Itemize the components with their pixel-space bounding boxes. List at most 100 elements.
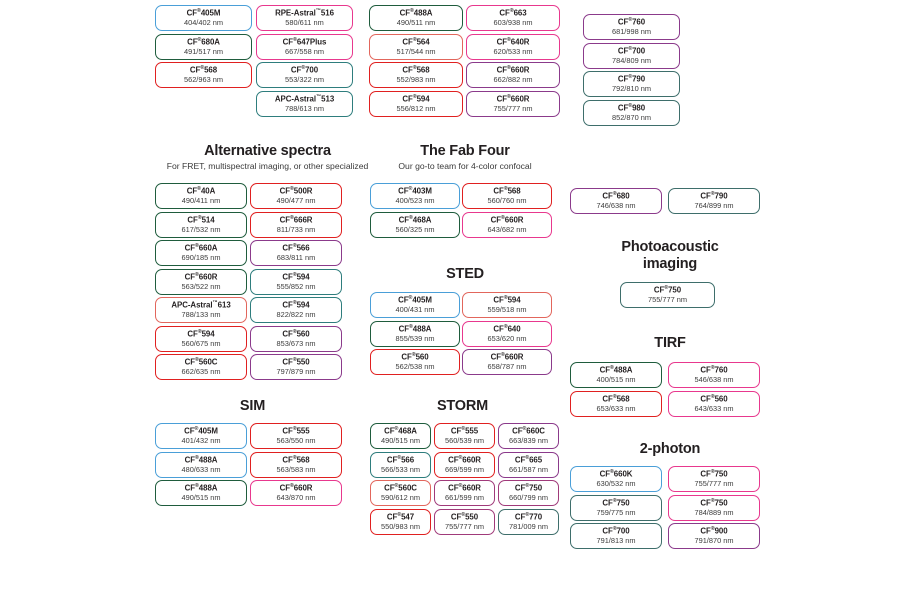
trademark-mark: ® xyxy=(628,17,633,24)
dye-name: CF®680A xyxy=(187,36,220,47)
dye-wavelengths: 401/432 nm xyxy=(181,436,221,446)
section-title-sted: STED xyxy=(446,266,484,282)
trademark-mark: ® xyxy=(292,328,297,335)
trademark-mark: ® xyxy=(628,74,633,81)
trademark-mark: ® xyxy=(509,8,514,15)
trademark-mark: ® xyxy=(289,186,294,193)
dye-wavelengths: 562/963 nm xyxy=(183,75,224,85)
dye-wavelengths: 552/983 nm xyxy=(396,75,436,85)
dye-wavelengths: 746/638 nm xyxy=(596,201,636,211)
dye-name: CF®40A xyxy=(186,186,216,196)
trademark-mark: ® xyxy=(409,8,414,15)
trademark-mark: ® xyxy=(301,65,306,72)
section-heading-two-photon: 2-photon xyxy=(600,441,740,458)
trademark-mark: ® xyxy=(292,426,297,433)
dye-name: CF®403M xyxy=(398,186,432,196)
dye-wavelengths: 560/539 nm xyxy=(444,436,485,446)
trademark-mark: ® xyxy=(612,393,617,400)
dye-name: CF®980 xyxy=(617,102,646,113)
trademark-mark: ® xyxy=(194,357,199,364)
dye-name: CF®568 xyxy=(189,65,218,75)
dye-name: CF®594 xyxy=(402,93,430,104)
dye-name: CF®790 xyxy=(617,74,646,84)
